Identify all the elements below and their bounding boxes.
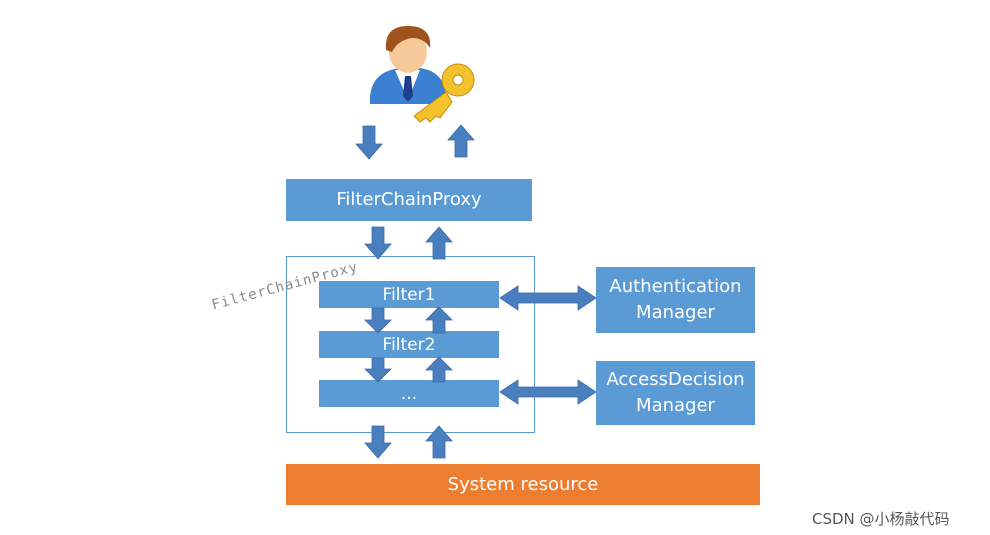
watermark-credit: CSDN @小杨敲代码 (812, 510, 950, 528)
system-resource-label: System resource (447, 473, 599, 495)
system-resource-box: System resource (286, 464, 760, 505)
filter-chain-proxy-box: FilterChainProxy (286, 179, 532, 221)
arrow-down-user-to-proxy (355, 125, 383, 160)
access-decision-manager-box: AccessDecision Manager (596, 361, 755, 425)
authentication-manager-label-line2: Manager (636, 302, 715, 323)
filter1-box: Filter1 (319, 281, 499, 308)
arrow-up-filters-to-proxy (425, 226, 453, 260)
arrow-down-proxy-to-filters (364, 226, 392, 260)
access-decision-manager-label-line2: Manager (636, 395, 715, 416)
filter1-label: Filter1 (382, 284, 436, 305)
filter2-box: Filter2 (319, 331, 499, 358)
authentication-manager-box: Authentication Manager (596, 267, 755, 333)
filter-more-box: ... (319, 380, 499, 407)
arrow-up-proxy-to-user (447, 124, 475, 158)
filter-more-label: ... (400, 383, 418, 404)
filter-chain-container (286, 256, 535, 433)
authentication-manager-label-line1: Authentication (609, 276, 742, 297)
filter-chain-proxy-label: FilterChainProxy (336, 189, 482, 210)
access-decision-manager-label-line1: AccessDecision (606, 369, 745, 390)
filter2-label: Filter2 (382, 334, 436, 355)
